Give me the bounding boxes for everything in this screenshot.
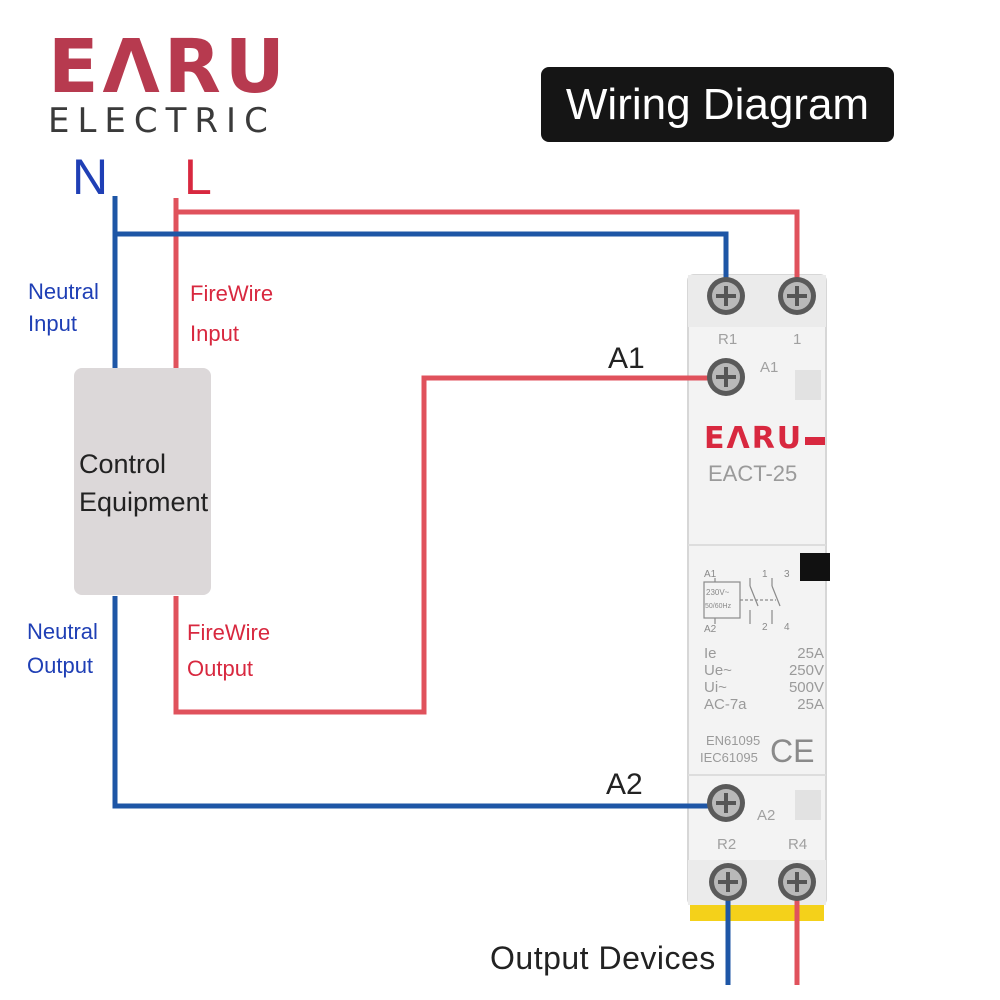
neutral-output-label: Neutral Output: [27, 615, 98, 683]
screw-a2: [707, 784, 745, 822]
neutral-input-label-line-1: Neutral: [28, 279, 99, 304]
firewire-output-to-a1-wire: [173, 375, 726, 715]
schematic-num-4: 4: [784, 622, 790, 633]
screw-terminals: [707, 277, 816, 901]
control-equipment-label-line-1: Control: [79, 449, 167, 479]
schematic-num-3: 3: [784, 569, 790, 580]
neutral-letter: N: [72, 149, 109, 205]
screw-r4: [778, 863, 816, 901]
schematic-frequency: 50/60Hz: [705, 603, 732, 610]
contactor-brand: EΛRU: [704, 421, 803, 456]
firewire-output-label-line-2: Output: [187, 656, 254, 681]
firewire-input-label: FireWire Input: [190, 274, 273, 354]
firewire-output-label: FireWire Output: [187, 615, 270, 687]
brand-accent-bar: [805, 437, 825, 445]
spec-value: 25A: [797, 645, 824, 662]
spec-value: 25A: [797, 696, 824, 713]
a1-label: A1: [608, 342, 645, 375]
contactor-model: EACT-25: [708, 461, 797, 486]
standard-iec: IEC61095: [700, 750, 758, 765]
schematic-num-2: 2: [762, 622, 768, 633]
firewire-output-label-line-1: FireWire: [187, 620, 271, 645]
control-equipment-label-line-2: Equipment: [79, 487, 209, 518]
neutral-to-r1-wire: [115, 231, 729, 292]
terminal-label-r2: R2: [717, 836, 736, 853]
din-clip: [690, 905, 824, 921]
terminal-label-1: 1: [793, 331, 801, 348]
neutral-input-label-line-2: Input: [28, 311, 77, 336]
spec-name: Ui~: [704, 679, 727, 696]
spec-name: Ie: [704, 645, 717, 662]
screw-a1: [707, 358, 745, 396]
contactor-schematic: [703, 578, 781, 624]
spec-value: 500V: [789, 679, 824, 696]
schematic-a2: A2: [704, 624, 717, 635]
terminal-label-a2: A2: [757, 807, 775, 824]
earu-logo: EΛRU: [48, 24, 289, 110]
title-banner: Wiring Diagram: [541, 67, 894, 142]
control-equipment-box: [74, 368, 211, 595]
neutral-output-to-a2-wire: [112, 596, 726, 809]
terminal-label-r1: R1: [718, 331, 737, 348]
ce-mark: CE: [770, 733, 814, 769]
terminal-label-r4: R4: [788, 836, 807, 853]
firewire-input-label-line-2: Input: [190, 321, 239, 346]
neutral-output-label-line-1: Neutral: [27, 619, 98, 644]
electric-logo-text: ELECTRIC: [48, 101, 276, 141]
spec-name: Ue~: [704, 662, 732, 679]
firewire-input-label-line-1: FireWire: [190, 281, 274, 306]
spec-name: AC-7a: [704, 696, 747, 713]
a2-label: A2: [606, 768, 643, 801]
output-devices-label: Output Devices: [490, 940, 716, 976]
indicator-window: [800, 553, 830, 581]
page-title: Wiring Diagram: [565, 79, 870, 129]
spec-value: 250V: [789, 662, 824, 679]
screw-r2: [709, 863, 747, 901]
live-letter: L: [184, 149, 212, 205]
terminal-label-a1: A1: [760, 359, 778, 376]
neutral-input-label: Neutral Input: [28, 276, 99, 340]
schematic-voltage: 230V~: [706, 588, 730, 597]
screw-1: [778, 277, 816, 315]
schematic-num-1: 1: [762, 569, 768, 580]
standard-en: EN61095: [706, 733, 760, 748]
control-equipment-label: Control Equipment: [79, 445, 208, 522]
contactor-specs: Ie 25A Ue~ 250V Ui~ 500V AC-7a 25A: [704, 645, 824, 713]
schematic-a1: A1: [704, 569, 717, 580]
live-to-terminal-1-wire: [176, 209, 800, 292]
screw-r1: [707, 277, 745, 315]
neutral-output-label-line-2: Output: [27, 653, 94, 678]
